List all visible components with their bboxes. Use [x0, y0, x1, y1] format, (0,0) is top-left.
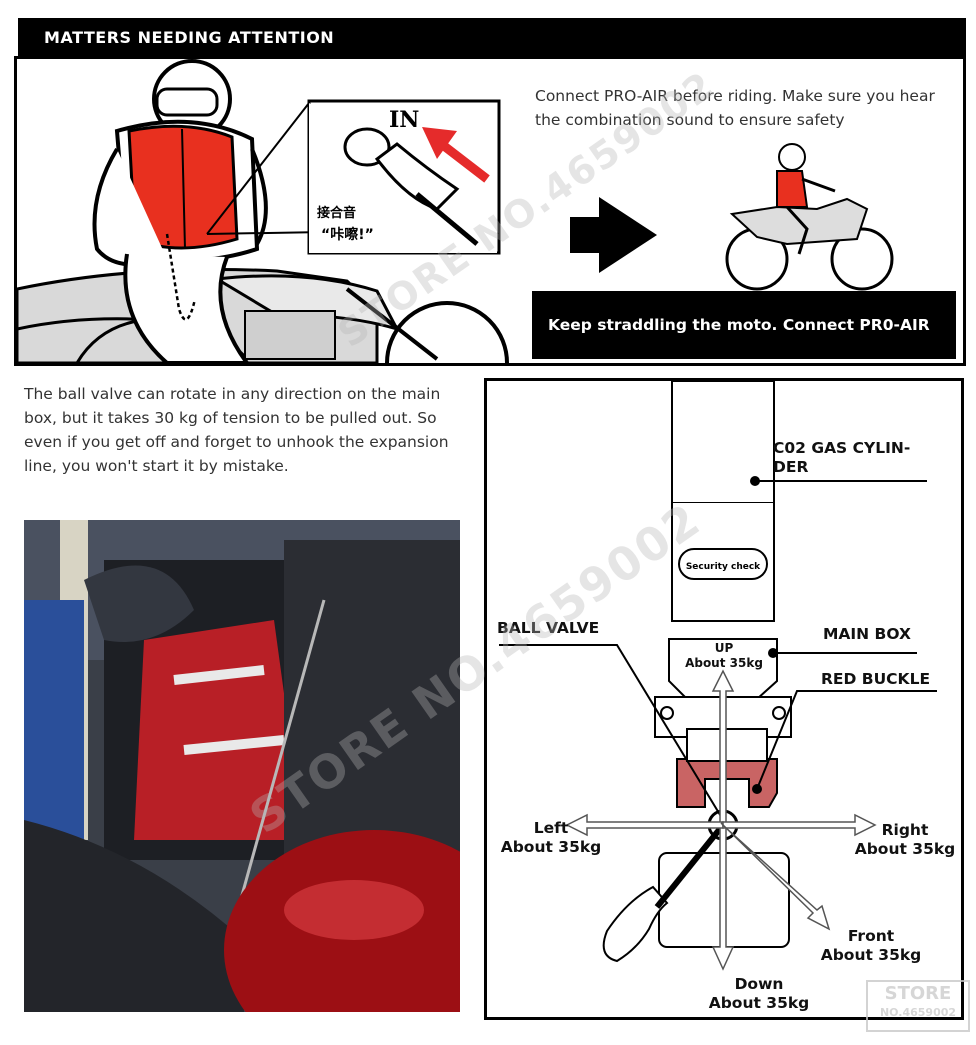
left-label: Left — [533, 819, 569, 837]
rider-leg — [123, 253, 250, 363]
connect-instruction-text: Connect PRO-AIR before riding. Make sure… — [535, 87, 935, 129]
small-rider-motorcycle — [725, 143, 894, 291]
left-direction: Left About 35kg — [491, 819, 611, 857]
down-value: About 35kg — [708, 994, 810, 1012]
top-illustration-panel: IN 接合音 “咔嚓!” — [14, 56, 966, 366]
valve-handle — [602, 885, 669, 963]
vest-zipper — [181, 128, 186, 250]
arrow-left — [565, 813, 724, 837]
photo-illustration — [24, 520, 460, 1012]
front-direction: Front About 35kg — [811, 927, 931, 965]
red-buckle-label: RED BUCKLE — [821, 670, 931, 688]
co2-pointer-dot — [750, 476, 760, 486]
ball-valve-diagram-panel: Security check C02 GAS CYLIN- DER BALL V… — [484, 378, 964, 1020]
small-leg — [785, 205, 809, 255]
co2-cylinder — [671, 381, 775, 504]
connector-body — [374, 142, 460, 211]
right-value: About 35kg — [854, 840, 956, 858]
front-label: Front — [847, 927, 895, 945]
red-buckle-pointer-line — [756, 690, 937, 790]
sound-title-label: 接合音 — [317, 205, 356, 221]
rider-photo — [24, 520, 460, 1012]
screw-left-icon — [660, 706, 674, 720]
front-wheel-small — [830, 227, 894, 291]
photo-glove — [84, 565, 194, 642]
up-label: UP — [714, 641, 734, 655]
insert-arrow-head — [422, 127, 457, 159]
photo-blue-jacket — [24, 600, 84, 840]
direction-arrow-icon — [570, 197, 657, 273]
engine-block — [244, 310, 336, 360]
callout-in-label: IN — [389, 107, 419, 133]
right-label: Right — [881, 821, 929, 839]
photo-rider-arm — [284, 540, 460, 880]
red-buckle — [676, 758, 778, 808]
small-arm — [801, 177, 836, 193]
store-badge-number: NO.4659002 — [879, 1006, 957, 1019]
force-arrows — [565, 669, 877, 971]
callout-line-top — [206, 102, 310, 235]
co2-cylinder-label: C02 GAS CYLIN- DER — [773, 439, 911, 476]
down-direction: Down About 35kg — [699, 975, 819, 1013]
arrow-front — [720, 822, 831, 931]
rider-arm-right — [250, 148, 268, 245]
straddle-banner — [532, 291, 956, 359]
photo-tank-highlight — [284, 880, 424, 940]
up-direction: UP About 35kg — [679, 641, 769, 671]
store-badge: STORE NO.4659002 — [866, 980, 970, 1032]
security-check-label: Security check — [686, 562, 761, 572]
front-fork — [345, 287, 439, 361]
sound-label: “咔嚓!” — [321, 226, 374, 243]
arrow-down — [711, 824, 735, 971]
page-title: MATTERS NEEDING ATTENTION — [44, 28, 335, 47]
front-wheel — [385, 301, 509, 363]
connector-pin — [415, 192, 479, 246]
red-buckle-pointer-dot — [752, 784, 762, 794]
security-check-badge — [678, 548, 768, 580]
down-label: Down — [734, 975, 784, 993]
arrow-right — [722, 813, 877, 837]
straddle-instruction-text: Keep straddling the moto. Connect PR0-AI… — [548, 316, 930, 334]
rider-connection-illustration: IN 接合音 “咔嚓!” — [17, 59, 894, 363]
front-value: About 35kg — [820, 946, 922, 964]
ball-valve-description: The ball valve can rotate in any directi… — [24, 385, 449, 475]
helmet-visor — [155, 87, 219, 117]
expansion-cord — [165, 233, 197, 321]
header-bar — [18, 18, 966, 58]
left-value: About 35kg — [500, 838, 602, 856]
ball-valve-label: BALL VALVE — [497, 619, 600, 637]
main-box-pointer-dot — [768, 648, 778, 658]
small-vest — [776, 170, 809, 208]
small-helmet — [778, 143, 806, 171]
buckle-neck — [686, 728, 768, 762]
up-value: About 35kg — [685, 656, 763, 670]
arrow-up — [711, 669, 735, 826]
photo-reflective-stripes — [173, 665, 285, 755]
ball-valve-pointer-line — [499, 644, 726, 824]
photo-seat — [24, 820, 244, 1012]
right-direction: Right About 35kg — [845, 821, 961, 859]
store-badge-title: STORE — [884, 983, 952, 1004]
valve-stem — [654, 823, 726, 909]
main-box-label: MAIN BOX — [823, 625, 911, 643]
screw-right-icon — [772, 706, 786, 720]
ball-valve-diagram: Security check — [499, 381, 937, 971]
connector-plug — [343, 127, 391, 167]
